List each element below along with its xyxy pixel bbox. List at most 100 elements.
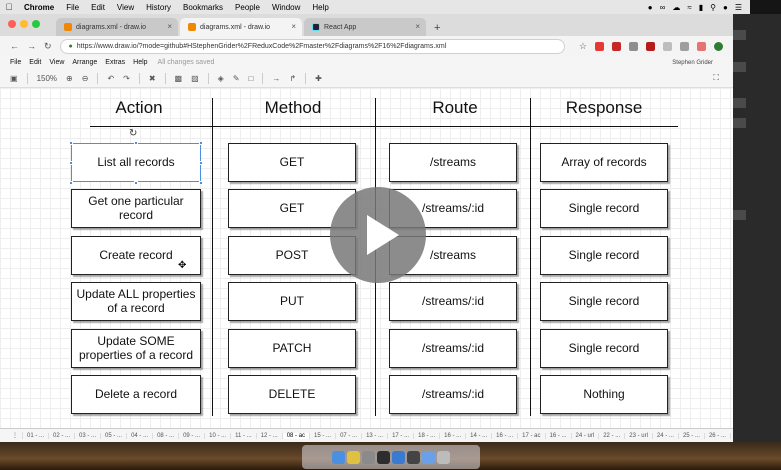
page-tab[interactable]: 05 - ... <box>101 432 128 439</box>
to-front-icon[interactable]: ▩ <box>174 73 183 83</box>
action-box[interactable]: Create record <box>71 236 201 275</box>
terminal-dock-icon[interactable] <box>377 450 390 464</box>
wifi-icon[interactable]: ≈ <box>687 2 692 12</box>
fill-color-icon[interactable]: ◈ <box>217 73 224 83</box>
notification-icon[interactable]: ● <box>722 2 728 12</box>
response-box[interactable]: Nothing <box>540 375 668 414</box>
fullscreen-icon[interactable]: ⛶ <box>713 73 719 82</box>
menu-bookmarks[interactable]: Bookmarks <box>183 2 224 12</box>
address-bar[interactable]: ● https://www.draw.io/?mode=github#HStep… <box>59 38 565 54</box>
forward-icon[interactable]: → <box>27 41 36 51</box>
rotate-handle-icon[interactable]: ↻ <box>129 128 138 139</box>
page-tab[interactable]: 13 - ... <box>362 432 389 439</box>
reload-icon[interactable]: ↻ <box>44 40 52 51</box>
selection-handle[interactable] <box>69 141 73 145</box>
folder-dock-icon[interactable] <box>422 450 435 464</box>
page-tab[interactable]: 03 - ... <box>75 432 102 439</box>
page-tab[interactable]: 17 - ac <box>518 432 546 439</box>
menu-edit[interactable]: Edit <box>91 2 105 12</box>
minimize-window-button[interactable] <box>20 20 28 28</box>
to-back-icon[interactable]: ▨ <box>191 73 199 83</box>
action-box[interactable]: List all records <box>71 143 201 182</box>
drawio-menu-file[interactable]: File <box>10 59 22 66</box>
page-tab[interactable]: 16 - ... <box>492 432 519 439</box>
profile-icon[interactable] <box>697 41 706 51</box>
selection-handle[interactable] <box>199 161 203 165</box>
redo-icon[interactable]: ↷ <box>123 73 130 83</box>
browser-tab[interactable]: React App × <box>304 18 426 36</box>
menu-history[interactable]: History <box>146 2 172 12</box>
selection-handle[interactable] <box>69 181 73 185</box>
column-header-route[interactable]: Route <box>432 98 478 117</box>
settings-dock-icon[interactable] <box>362 450 375 464</box>
action-box[interactable]: Update ALL properties of a record <box>71 282 201 321</box>
format-panel-icon[interactable]: ▣ <box>10 73 18 83</box>
page-menu-icon[interactable]: ⋮ <box>8 432 23 439</box>
browser-tab[interactable]: diagrams.xml - draw.io × <box>56 18 178 36</box>
close-tab-icon[interactable]: × <box>291 22 296 31</box>
new-tab-button[interactable]: + <box>434 22 441 34</box>
menu-help[interactable]: Help <box>312 2 329 12</box>
delete-icon[interactable]: ✖ <box>148 73 156 83</box>
page-tab[interactable]: 10 - ... <box>205 432 232 439</box>
close-tab-icon[interactable]: × <box>167 22 172 31</box>
column-header-method[interactable]: Method <box>264 98 322 117</box>
zoom-in-icon[interactable]: ⊕ <box>66 73 73 83</box>
page-tab[interactable]: 24 - url <box>572 432 600 439</box>
trash-dock-icon[interactable] <box>437 450 450 464</box>
page-tab[interactable]: 01 - ... <box>23 432 50 439</box>
selection-handle[interactable] <box>199 181 203 185</box>
extension-icon[interactable] <box>680 41 689 51</box>
extension-icon[interactable] <box>663 41 672 51</box>
extension-icon[interactable] <box>595 41 604 51</box>
menu-window[interactable]: Window <box>271 2 301 12</box>
route-box[interactable]: /streams <box>389 143 517 182</box>
connection-icon[interactable]: → <box>272 73 281 83</box>
method-box[interactable]: PATCH <box>228 329 356 368</box>
status-app-icon[interactable]: ● <box>647 2 653 12</box>
page-tab[interactable]: 12 - ... <box>257 432 283 439</box>
page-tab[interactable]: 17 - ... <box>388 432 415 439</box>
route-box[interactable]: /streams/:id <box>389 282 517 321</box>
method-box[interactable]: GET <box>228 143 356 182</box>
back-icon[interactable]: ← <box>10 41 19 51</box>
page-tab[interactable]: 21 - ... <box>731 433 733 439</box>
page-tab[interactable]: 09 - ... <box>179 432 206 439</box>
page-tab[interactable]: 22 - ... <box>599 432 626 439</box>
page-tab[interactable]: 25 - ... <box>679 432 705 439</box>
page-tab[interactable]: 18 - ... <box>414 432 441 439</box>
insert-icon[interactable]: ✚ <box>315 73 322 83</box>
zoom-out-icon[interactable]: ⊖ <box>81 73 89 83</box>
glasses-icon[interactable]: ∞ <box>659 2 666 12</box>
zoom-window-button[interactable] <box>32 20 40 28</box>
bookmark-star-icon[interactable]: ☆ <box>578 40 587 51</box>
page-tab[interactable]: 08 - ac <box>282 432 311 439</box>
drawio-menu-arrange[interactable]: Arrange <box>72 59 98 66</box>
menu-people[interactable]: People <box>235 2 260 12</box>
cloud-icon[interactable]: ☁ <box>672 2 681 12</box>
response-box[interactable]: Single record <box>540 236 668 275</box>
column-header-action[interactable]: Action <box>115 98 163 117</box>
list-icon[interactable]: ☰ <box>734 2 742 12</box>
play-button[interactable] <box>330 187 426 283</box>
action-box[interactable]: Delete a record <box>71 375 201 414</box>
menu-view[interactable]: View <box>116 2 135 12</box>
page-tab[interactable]: 24 - ... <box>653 432 679 439</box>
page-tab[interactable]: 23 - url <box>625 432 653 439</box>
method-box[interactable]: PUT <box>228 282 356 321</box>
extension-icon[interactable] <box>629 41 638 51</box>
drawio-menu-view[interactable]: View <box>49 59 65 66</box>
battery-icon[interactable]: ▮ <box>698 2 704 12</box>
menu-file[interactable]: File <box>66 2 80 12</box>
drawio-menu-edit[interactable]: Edit <box>29 59 42 66</box>
drawio-menu-extras[interactable]: Extras <box>105 59 126 66</box>
browser-tab-active[interactable]: diagrams.xml - draw.io × <box>180 18 302 36</box>
spotlight-search-icon[interactable]: ⚲ <box>710 2 716 12</box>
page-tab[interactable]: 16 - ... <box>440 432 467 439</box>
menu-app-name[interactable]: Chrome <box>24 2 55 12</box>
app-dock-icon[interactable] <box>407 450 420 464</box>
page-tab[interactable]: 11 - ... <box>231 432 257 439</box>
selection-handle[interactable] <box>134 181 138 185</box>
drawio-menu-help[interactable]: Help <box>133 59 148 66</box>
response-box[interactable]: Single record <box>540 282 668 321</box>
